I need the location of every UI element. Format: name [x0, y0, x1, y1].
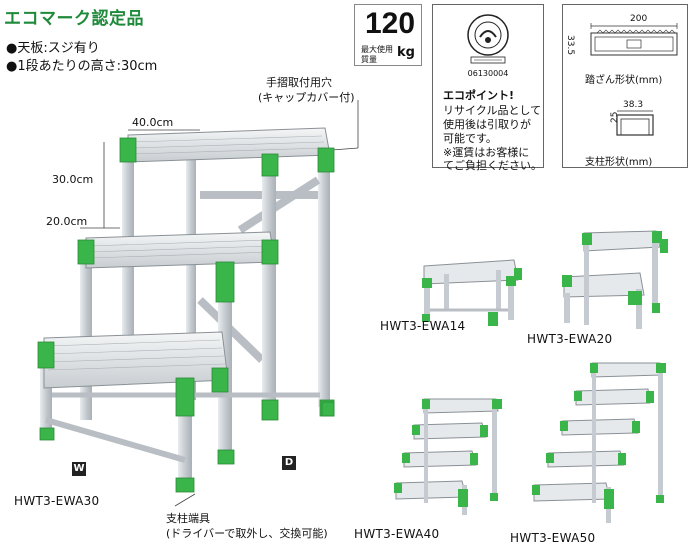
- model-label-ewa40: HWT3-EWA40: [354, 527, 440, 541]
- model-label-ewa14: HWT3-EWA14: [380, 319, 466, 333]
- handrail-hole-label-line1: 手摺取付用穴: [266, 76, 332, 89]
- max-load-value: 120: [365, 7, 416, 40]
- post-profile-drawing-icon: [616, 110, 654, 136]
- eco-mark-box: 06130004 エコポイント! リサイクル品として 使用後は引取りが 可能です…: [432, 4, 544, 172]
- dim-step-depth: 20.0cm: [46, 215, 88, 228]
- axis-w-badge: W: [72, 462, 86, 476]
- step-profile-caption: 踏ざん形状(mm): [585, 75, 663, 86]
- max-load-unit: kg: [397, 45, 415, 60]
- foot-cap-label-line2: (ドライバーで取外し、交換可能): [166, 527, 328, 540]
- model-ewa50-illustration: [532, 362, 666, 523]
- eco-mark-code: 06130004: [467, 69, 509, 78]
- eco-line-1: リサイクル品として: [443, 104, 542, 117]
- model-ewa40-illustration: [394, 398, 502, 515]
- eco-line-2: 使用後は引取りが: [443, 118, 531, 131]
- model-label-ewa30: HWT3-EWA30: [14, 494, 100, 508]
- step-profile-drawing-icon: [590, 23, 678, 56]
- foot-cap-label-line1: 支柱端具: [166, 512, 210, 525]
- model-label-ewa20: HWT3-EWA20: [527, 332, 613, 346]
- page-title: エコマーク認定品: [4, 9, 144, 29]
- model-ewa20-illustration: [562, 230, 668, 329]
- feature-bullet-top-plate: ●天板:スジ有り: [6, 41, 100, 56]
- handrail-hole-label-line2: (キャップカバー付): [258, 91, 355, 104]
- max-load-label-line1: 最大使用: [361, 45, 393, 54]
- model-ewa14-illustration: [422, 259, 522, 326]
- eco-line-4: ※運賃はお客様に: [443, 146, 530, 159]
- max-load-box: 120 最大使用 質量 kg: [354, 4, 422, 66]
- post-profile-caption: 支柱形状(mm): [585, 157, 653, 168]
- axis-d-badge: D: [282, 456, 296, 470]
- model-label-ewa50: HWT3-EWA50: [510, 531, 596, 545]
- feature-bullet-step-height: ●1段あたりの高さ:30cm: [6, 59, 158, 74]
- dim-step-height: 30.0cm: [52, 173, 94, 186]
- profile-spec-box: 200 33.5 踏ざん形状(mm) 38.3 25 支柱形状(mm): [562, 4, 688, 168]
- max-load-label-line2: 質量: [361, 55, 377, 64]
- step-profile-width: 200: [630, 14, 648, 24]
- eco-mark-logo-icon: [467, 14, 509, 64]
- eco-line-5: てご負担ください。: [443, 159, 542, 172]
- eco-point-title: エコポイント!: [443, 89, 515, 102]
- dim-top-width: 40.0cm: [132, 116, 174, 129]
- post-profile-width: 38.3: [623, 100, 644, 110]
- eco-line-3: 可能です。: [443, 132, 497, 145]
